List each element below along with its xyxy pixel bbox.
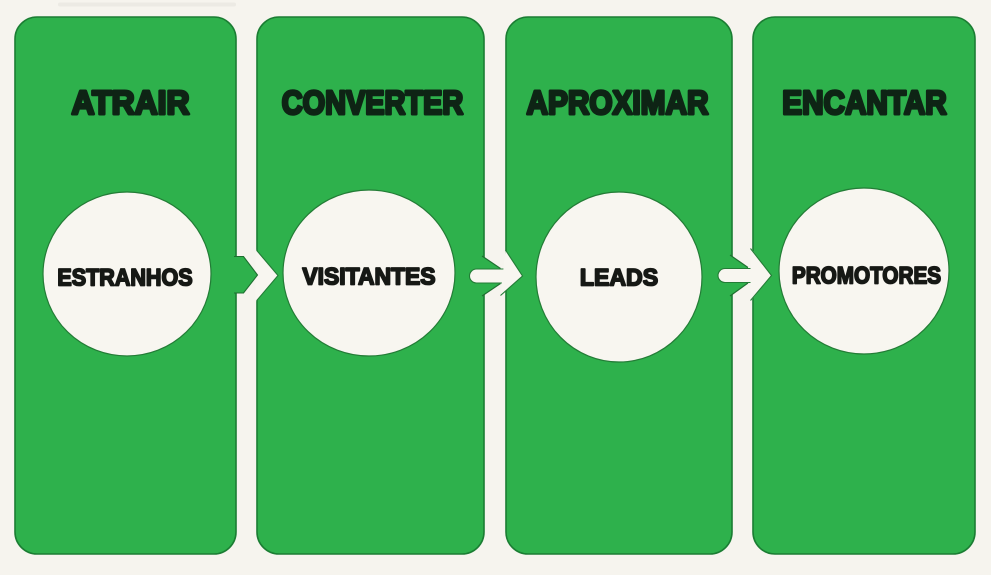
svg-text:PROMOTORES: PROMOTORES — [792, 262, 941, 289]
svg-text:CONVERTER: CONVERTER — [282, 85, 464, 122]
svg-text:LEADS: LEADS — [580, 264, 658, 291]
svg-text:VISITANTES: VISITANTES — [302, 263, 435, 290]
svg-text:ENCANTAR: ENCANTAR — [782, 85, 947, 122]
svg-text:ATRAIR: ATRAIR — [72, 85, 190, 122]
svg-text:APROXIMAR: APROXIMAR — [527, 85, 709, 122]
svg-text:ESTRANHOS: ESTRANHOS — [57, 265, 192, 292]
